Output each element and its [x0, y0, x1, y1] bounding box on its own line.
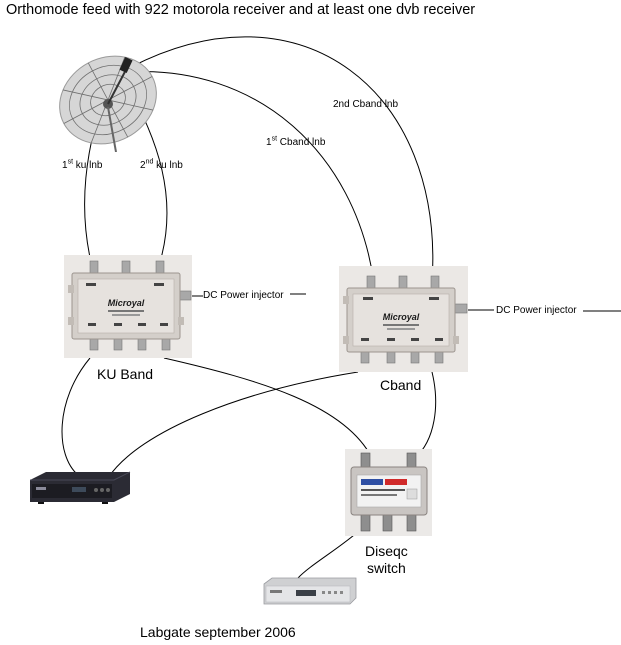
label-diseqc-switch: Diseqc switch [365, 543, 408, 577]
label-ku-lnb-2: 2nd ku lnb [140, 158, 183, 171]
footer-credit: Labgate september 2006 [140, 624, 296, 640]
motorola-922-receiver [262, 576, 358, 606]
label-ku-band: KU Band [97, 366, 154, 382]
diagram-title: Orthomode feed with 922 motorola receive… [6, 2, 476, 18]
cable-ku-to-diseqc [163, 357, 373, 459]
label-dc-power-injector-ku: DC Power injector [203, 290, 284, 301]
satellite-dish [58, 52, 170, 153]
label-dc-power-injector-cband: DC Power injector [496, 305, 577, 316]
ku-multiswitch: Microyal [64, 255, 192, 358]
ku-multiswitch-brand: Microyal [108, 298, 145, 308]
label-cband: Cband [380, 377, 422, 393]
cable-cband-lnb-2 [130, 36, 434, 284]
cable-cband-lnb-1 [128, 71, 375, 284]
label-diseqc-line2: switch [366, 560, 406, 576]
label-cband-lnb-1: 1st Cband lnb [266, 135, 326, 148]
dvb-receiver [28, 470, 132, 504]
diseqc-switch [345, 449, 432, 536]
cable-ku-to-receiver [61, 357, 91, 476]
label-cband-lnb-2: 2nd Cband lnb [333, 99, 399, 110]
cable-diseqc-to-receiver [297, 529, 361, 579]
cband-multiswitch-brand: Microyal [383, 312, 420, 322]
cband-multiswitch: Microyal [339, 266, 468, 372]
cable-cband-to-receiver [107, 371, 359, 479]
label-ku-lnb-1: 1st ku lnb [62, 158, 103, 171]
label-diseqc-line1: Diseqc [365, 543, 408, 559]
